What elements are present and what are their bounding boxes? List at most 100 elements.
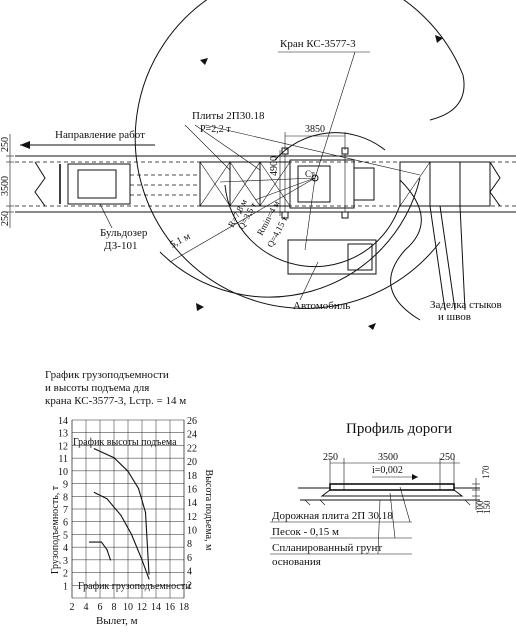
break-line-right	[489, 161, 501, 207]
chart-point	[148, 578, 150, 580]
chart-series-line-2	[89, 541, 112, 561]
plates-label: Плиты 2П30.18	[192, 110, 265, 122]
chart-point	[120, 514, 122, 516]
chart-point	[144, 511, 147, 514]
bulldozer-body	[67, 163, 131, 205]
chart-ytick: 2	[63, 569, 68, 580]
plates-right	[399, 161, 491, 207]
chart-xtick: 8	[112, 602, 117, 613]
chart-xtick: 16	[165, 602, 175, 613]
dim-3500: 3500	[0, 176, 11, 196]
series-label-height: График высоты подъема	[73, 437, 177, 448]
chart-y2tick: 16	[187, 484, 197, 495]
profile-slope: i=0,002	[372, 465, 403, 476]
chart-xtick: 10	[123, 602, 133, 613]
bulldozer-label-1: Бульдозер	[100, 227, 148, 239]
chart-point	[93, 491, 95, 494]
profile-dim-100: 100	[475, 500, 485, 514]
chart-point	[106, 498, 108, 500]
chart-point	[113, 457, 115, 459]
chart-point	[130, 533, 133, 536]
reach-arc-min	[224, 184, 401, 268]
chart-ytick: 1	[63, 581, 68, 592]
profile-dim-250-right: 250	[440, 452, 455, 463]
chart-ticks: 1234567891011121314246810121416182022242…	[58, 416, 197, 613]
chart-xtick: 2	[70, 602, 75, 613]
direction-arrow-head	[20, 141, 30, 149]
chart-series-line-0	[94, 448, 150, 575]
arc-arrow-3	[196, 303, 204, 311]
chart-caption-2: и высоты подъема для	[45, 382, 149, 394]
joints-label-2: и швов	[438, 311, 471, 323]
vehicle-label: Автомобиль	[293, 300, 350, 312]
chart-xtick: 4	[84, 602, 89, 613]
dim-250-bottom: 250	[0, 211, 11, 226]
chart-point	[88, 541, 91, 543]
chart-y2tick: 18	[187, 471, 197, 482]
chart-series-line-1	[94, 492, 150, 580]
chart-ytick: 12	[58, 441, 68, 452]
profile-layer-2: Песок - 0,15 м	[272, 526, 339, 538]
chart-ylabel: Грузоподъемность, т	[50, 485, 61, 574]
series-label-capacity: График грузоподъемности	[78, 581, 191, 592]
chart-grid	[71, 419, 185, 599]
chart-point	[148, 573, 150, 575]
vehicle-body	[287, 239, 377, 275]
chart-caption-3: крана КС-3577-3, Lстр. = 14 м	[45, 395, 186, 407]
road-plate-layer	[329, 483, 455, 491]
dim-3850: 3850	[305, 124, 325, 135]
chart-y2tick: 22	[187, 443, 197, 454]
chart-y2tick: 2	[187, 580, 192, 591]
arc-arrow-1	[200, 58, 208, 65]
chart-xtick: 14	[151, 602, 161, 613]
chart-ytick: 4	[63, 543, 68, 554]
chart-ytick: 8	[63, 492, 68, 503]
bulldozer-cab	[77, 169, 117, 199]
chart-xlabel: Вылет, м	[96, 615, 138, 627]
chart-point	[93, 448, 95, 450]
crane-body	[289, 159, 355, 209]
bulldozer-label-2: ДЗ-101	[104, 240, 137, 252]
profile-dim-3500: 3500	[378, 452, 398, 463]
chart-point	[137, 487, 140, 490]
crane-swing-arc-outer	[134, 0, 464, 309]
chart-caption-1: График грузоподъемности	[45, 369, 169, 381]
crane-label: Кран КС-3577-3	[280, 38, 356, 50]
break-line-left	[34, 161, 46, 207]
chart-y2tick: 24	[187, 430, 197, 441]
profile-title: Профиль дороги	[346, 421, 452, 437]
profile-dim-170: 170	[481, 465, 491, 479]
crane-swing-arc-tail	[429, 74, 465, 121]
dim-250-top: 250	[0, 137, 11, 152]
chart-xtick: 18	[179, 602, 189, 613]
profile-layer-3-line2: основания	[272, 556, 321, 568]
reach-arc-medium	[159, 177, 421, 298]
chart-y2tick: 6	[187, 553, 192, 564]
chart-y2tick: 4	[187, 567, 192, 578]
chart-ytick: 7	[63, 505, 68, 516]
vehicle-leader	[299, 261, 319, 301]
sand-layer	[320, 489, 464, 497]
chart-ytick: 5	[63, 530, 68, 541]
profile-drawing	[270, 458, 480, 555]
dim-4900: 4900	[269, 156, 280, 176]
dim-51: 5,1 м	[168, 231, 193, 251]
chart-ytick: 3	[63, 556, 68, 567]
boom-line-1	[219, 177, 316, 183]
chart-y2tick: 20	[187, 457, 197, 468]
chart-ytick: 10	[58, 467, 68, 478]
chart-point	[106, 549, 108, 551]
plates-weight-label: P=2,2 т	[200, 124, 231, 135]
outrigger-4	[341, 211, 349, 219]
boom-line-4	[169, 177, 316, 263]
chart-ytick: 13	[58, 429, 68, 440]
chart-xtick: 6	[98, 602, 103, 613]
chart-point	[127, 470, 129, 472]
profile-dim-250-left: 250	[323, 452, 338, 463]
boom-line-2	[304, 177, 316, 251]
chart-y2tick: 8	[187, 539, 192, 550]
chart-series	[88, 448, 150, 580]
chart-point	[109, 559, 112, 561]
chart-y2tick: 10	[187, 526, 197, 537]
